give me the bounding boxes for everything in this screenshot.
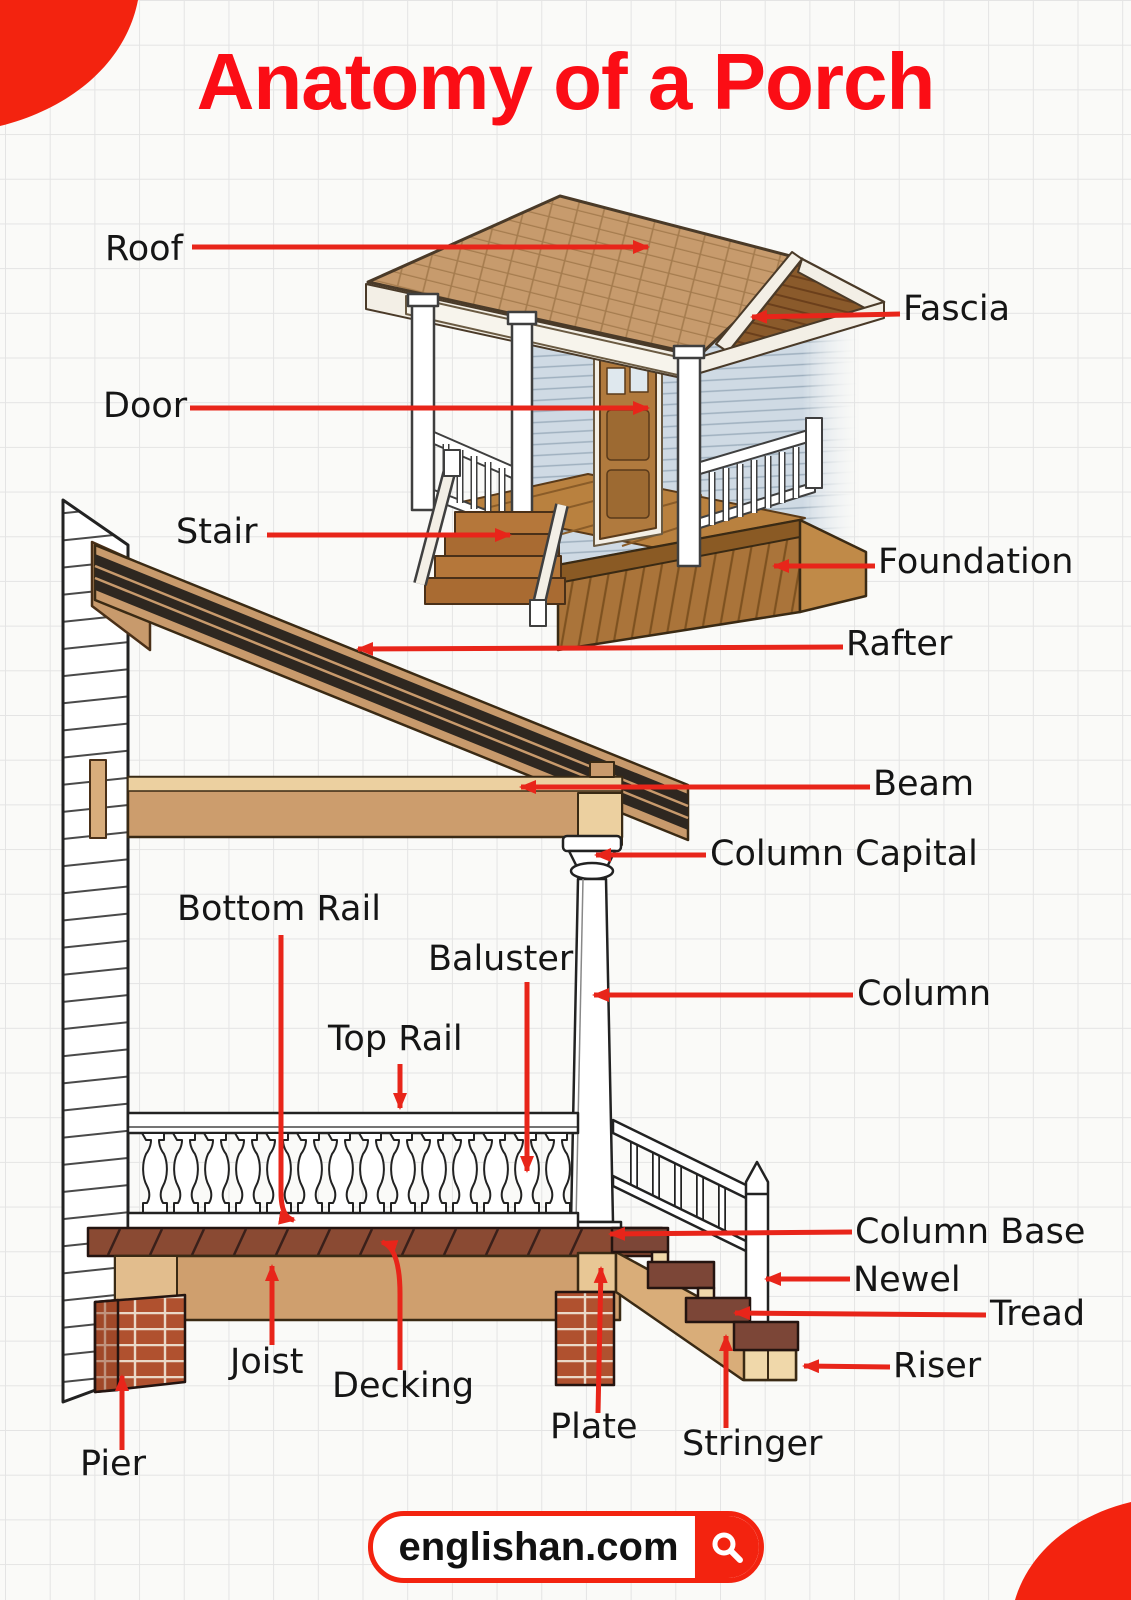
label-pier: Pier xyxy=(80,1444,146,1484)
label-foundation: Foundation xyxy=(878,542,1074,582)
label-tread: Tread xyxy=(990,1294,1086,1334)
bottom-rail-shape xyxy=(126,1211,580,1231)
arrow-riser xyxy=(802,1359,891,1374)
label-plate: Plate xyxy=(550,1407,638,1447)
porch-railing-right xyxy=(699,417,823,529)
label-column: Column xyxy=(857,974,992,1014)
label-joist: Joist xyxy=(230,1342,304,1382)
label-fascia: Fascia xyxy=(903,289,1011,329)
label-top-rail: Top Rail xyxy=(328,1019,463,1059)
top-rail-shape xyxy=(126,1111,580,1135)
search-icon xyxy=(712,1532,743,1563)
column-shape xyxy=(561,834,623,1258)
label-baluster: Baluster xyxy=(428,939,574,979)
porch-stairs xyxy=(413,449,569,627)
arrow-plate xyxy=(593,1266,608,1414)
label-beam: Beam xyxy=(873,764,975,804)
arrow-bottom-rail xyxy=(278,935,296,1225)
arrow-decking xyxy=(380,1239,403,1370)
site-url: englishan.com xyxy=(398,1524,679,1569)
label-stair: Stair xyxy=(176,512,258,552)
label-decking: Decking xyxy=(332,1366,475,1406)
label-rafter: Rafter xyxy=(846,624,953,664)
plate-shape xyxy=(576,1251,618,1294)
label-column-capital: Column Capital xyxy=(710,834,978,874)
pier-shapes xyxy=(93,1290,616,1394)
label-roof: Roof xyxy=(105,229,183,269)
joist-shape xyxy=(113,1254,622,1322)
label-door: Door xyxy=(103,386,188,426)
porch-columns xyxy=(406,292,706,568)
search-button[interactable] xyxy=(694,1516,759,1578)
arrow-rafter xyxy=(356,641,844,656)
arrow-column-base xyxy=(608,1226,853,1241)
label-column-base: Column Base xyxy=(855,1212,1086,1252)
arrow-fascia xyxy=(750,309,901,324)
decking-shape xyxy=(86,1226,664,1258)
label-bottom-rail: Bottom Rail xyxy=(177,889,381,929)
cross-section-diagram xyxy=(61,498,800,1404)
label-riser: Riser xyxy=(893,1346,982,1386)
arrow-tread xyxy=(733,1306,987,1321)
balusters xyxy=(141,1132,571,1214)
callout-arrows xyxy=(115,240,987,1450)
site-badge[interactable]: englishan.com xyxy=(367,1511,764,1583)
label-newel: Newel xyxy=(853,1260,961,1300)
page-title: Anatomy of a Porch xyxy=(196,37,936,126)
balustrade xyxy=(126,1111,580,1231)
porch-illustration xyxy=(365,194,886,652)
porch-door xyxy=(593,347,663,547)
label-stringer: Stringer xyxy=(682,1424,823,1464)
